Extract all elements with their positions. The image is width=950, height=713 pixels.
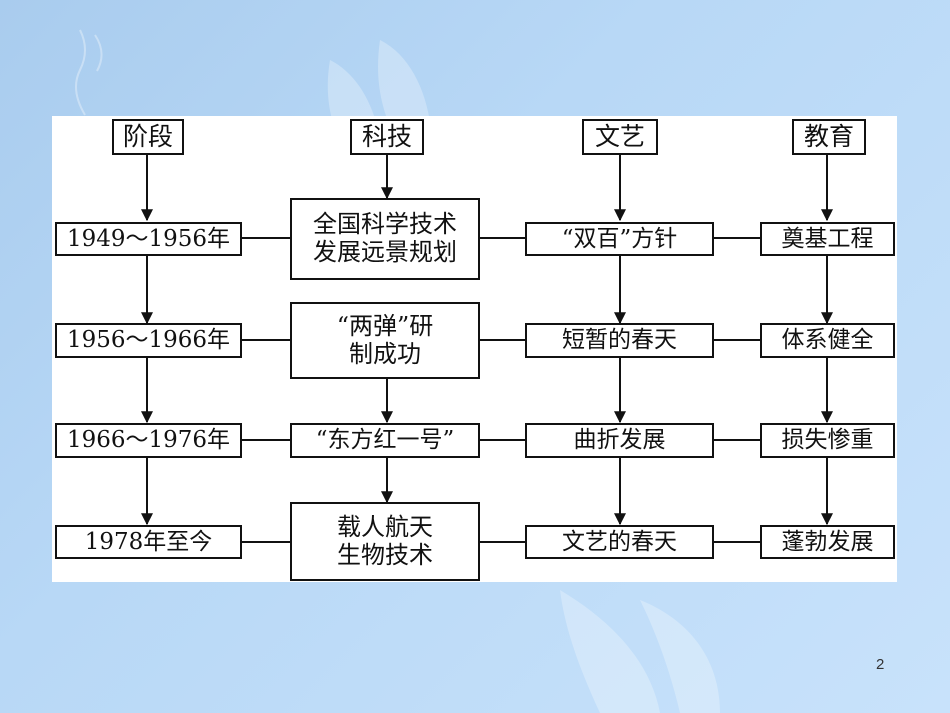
stage-1978-present: 1978年至今 <box>55 525 242 559</box>
arts-tortuous-development: 曲折发展 <box>525 423 714 458</box>
header-stage: 阶段 <box>112 119 184 155</box>
tech-two-bombs: “两弹”研 制成功 <box>290 302 480 379</box>
header-education: 教育 <box>792 119 866 155</box>
stage-1949-1956: 1949～1956年 <box>55 222 242 256</box>
edu-vigorous-development: 蓬勃发展 <box>760 525 895 559</box>
arts-spring: 文艺的春天 <box>525 525 714 559</box>
diagram-panel: 阶段 科技 文艺 教育 1949～1956年 1956～1966年 1966～1… <box>52 116 897 582</box>
edu-system-complete: 体系健全 <box>760 323 895 358</box>
arts-brief-spring: 短暂的春天 <box>525 323 714 358</box>
arts-double-hundred-policy: “双百”方针 <box>525 222 714 256</box>
connector-lines <box>141 155 833 543</box>
stage-1966-1976: 1966～1976年 <box>55 423 242 458</box>
edu-heavy-losses: 损失惨重 <box>760 423 895 458</box>
edu-foundation: 奠基工程 <box>760 222 895 256</box>
stage-1956-1966: 1956～1966年 <box>55 323 242 358</box>
tech-dongfanghong-satellite: “东方红一号” <box>290 423 480 458</box>
tech-science-plan: 全国科学技术 发展远景规划 <box>290 198 480 280</box>
header-technology: 科技 <box>350 119 424 155</box>
page-number: 2 <box>876 656 885 673</box>
header-literature-arts: 文艺 <box>582 119 658 155</box>
tech-spaceflight-biotech: 载人航天 生物技术 <box>290 502 480 581</box>
